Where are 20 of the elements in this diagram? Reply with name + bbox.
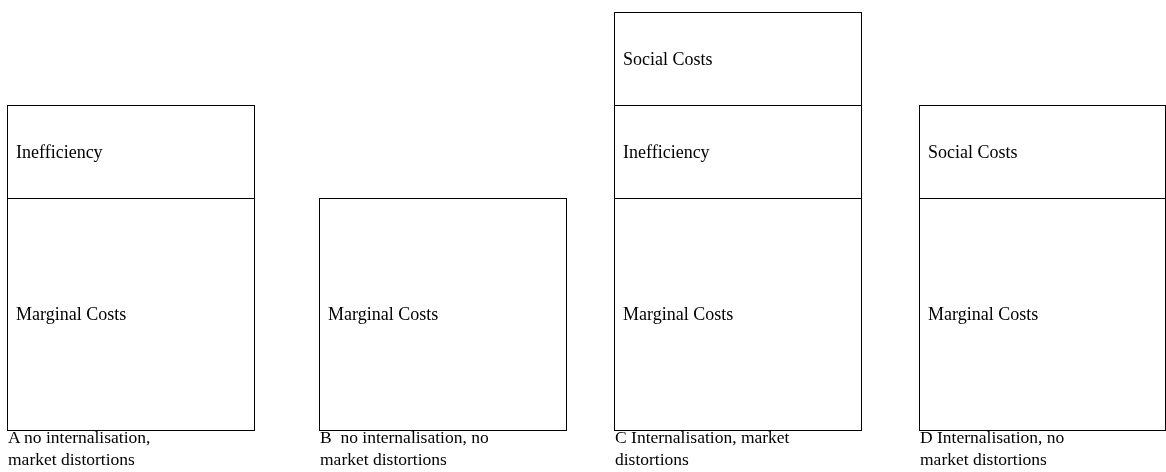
cost-box [7, 105, 255, 199]
box-label: Inefficiency [623, 141, 710, 163]
scenario-caption: C Internalisation, market distortions [615, 426, 791, 470]
scenario-caption: D Internalisation, no market distortions [920, 426, 1066, 470]
box-label: Marginal Costs [928, 304, 1039, 325]
box-label: Marginal Costs [328, 304, 439, 325]
scenario-caption: A no internalisation, market distortions [8, 426, 152, 470]
cost-box [919, 198, 1166, 431]
box-label: Marginal Costs [16, 304, 127, 325]
cost-box [614, 105, 862, 199]
scenario-caption: B no internalisation, no market distortions [320, 426, 490, 470]
box-label: Marginal Costs [623, 304, 734, 325]
box-label: Inefficiency [16, 141, 103, 163]
box-label: Social Costs [928, 141, 1018, 163]
cost-box [614, 198, 862, 431]
cost-box [7, 198, 255, 431]
cost-box [919, 105, 1166, 199]
cost-box [319, 198, 567, 431]
box-label: Social Costs [623, 48, 713, 70]
cost-box [614, 12, 862, 106]
